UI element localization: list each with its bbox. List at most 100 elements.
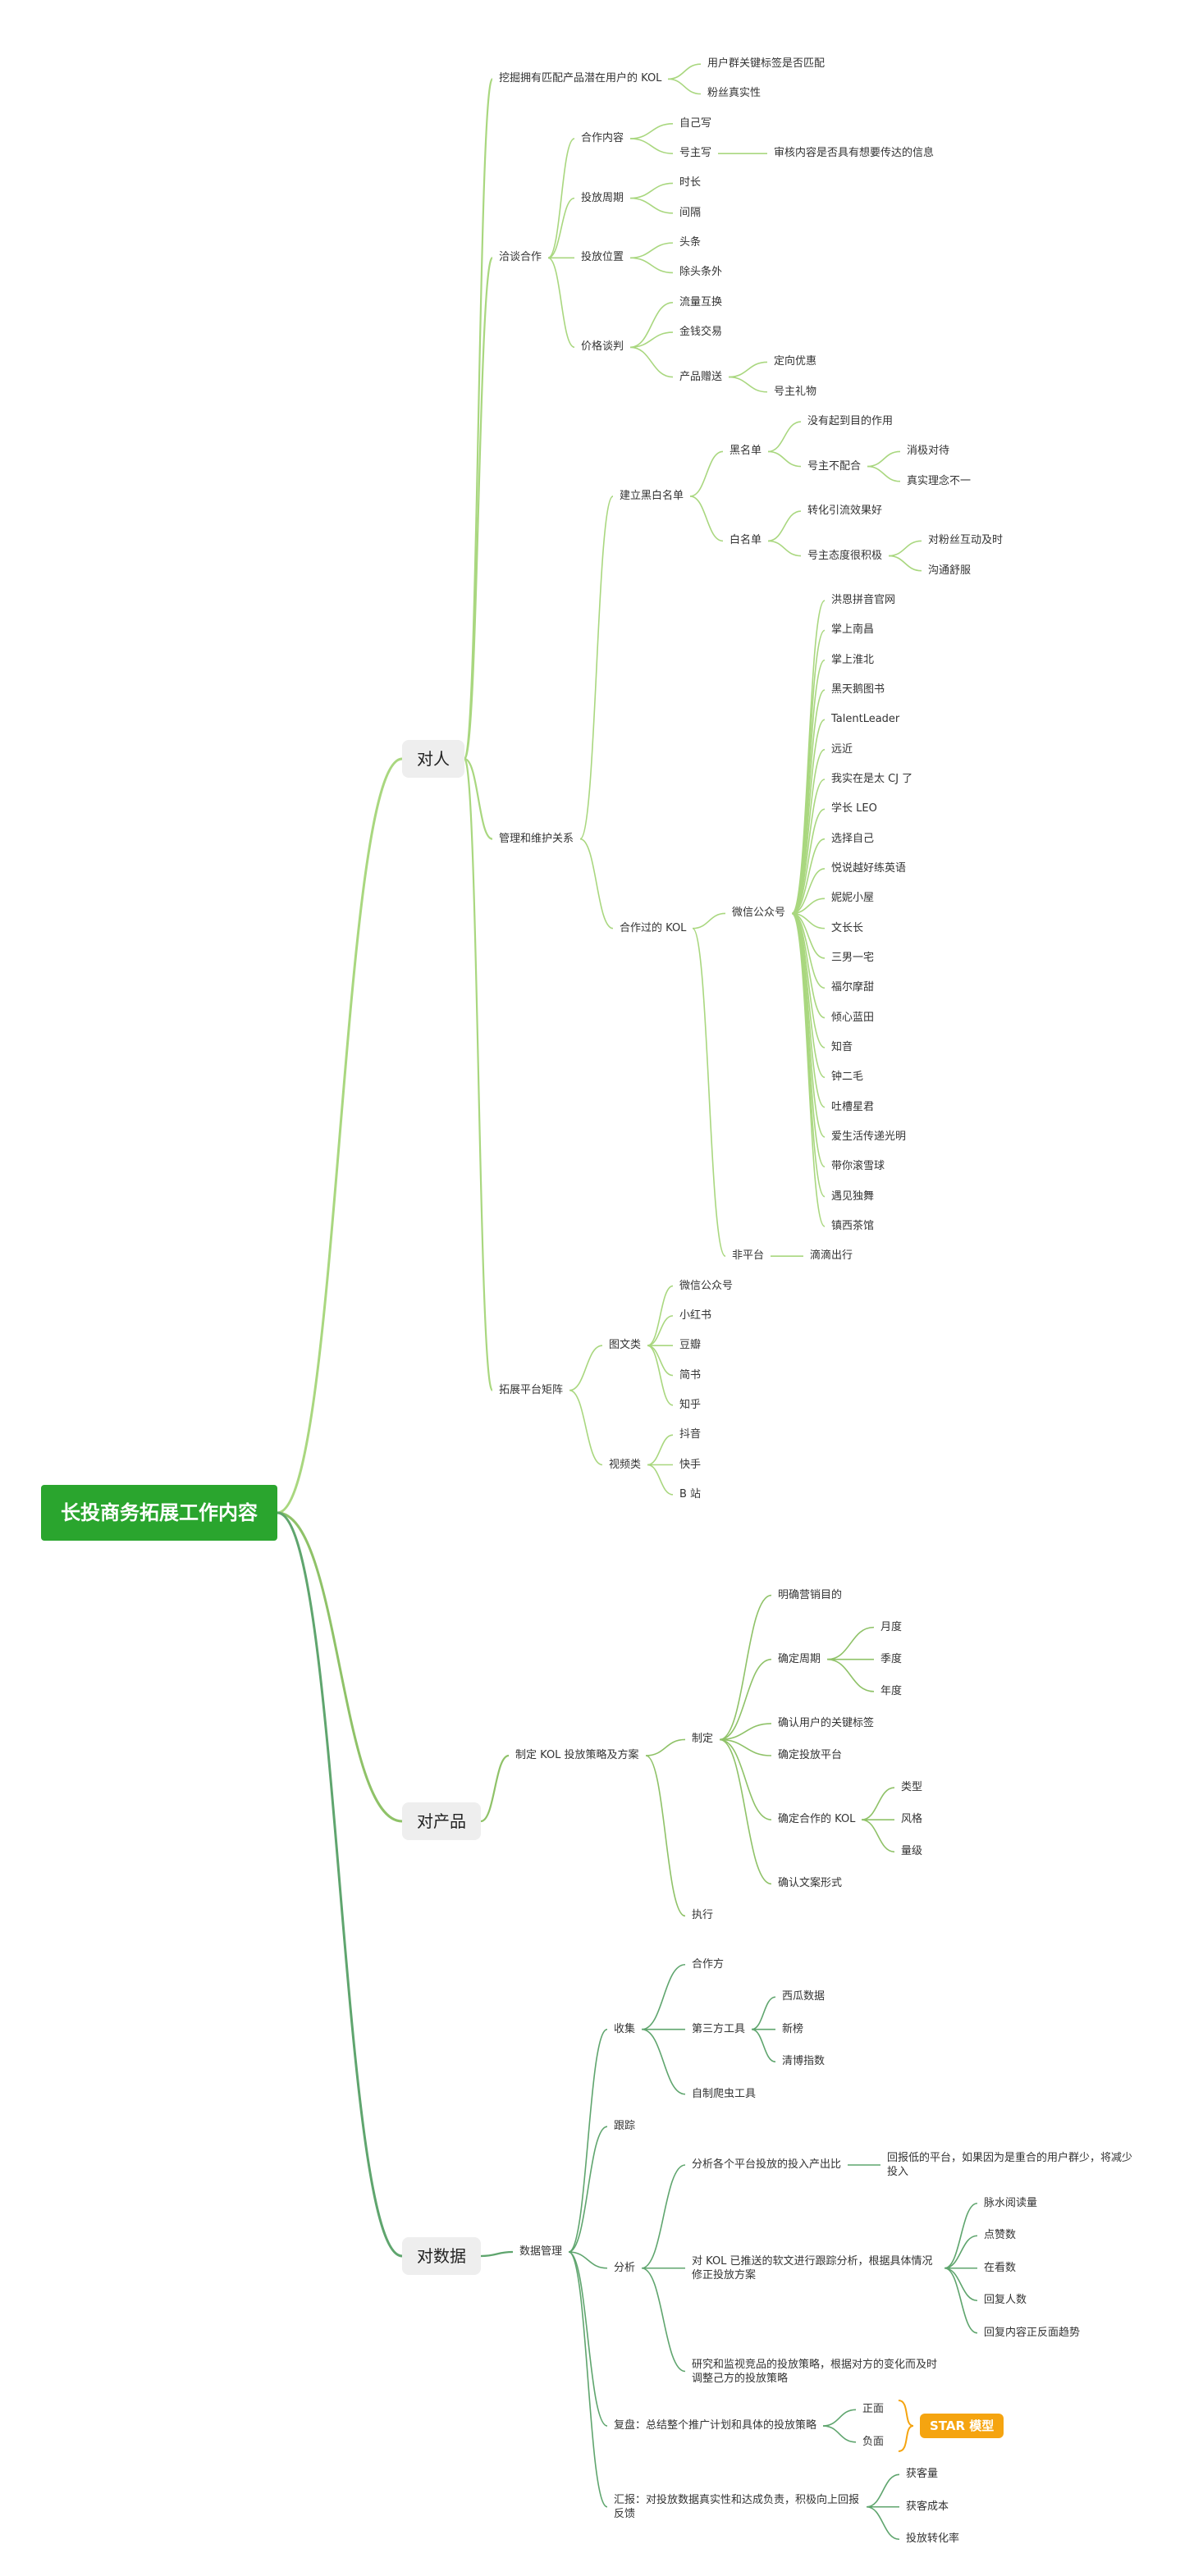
topic-node[interactable]: 投放转化率: [899, 2528, 967, 2551]
main-branch-0[interactable]: 对人: [402, 740, 464, 778]
topic-node[interactable]: 简书: [673, 1364, 708, 1386]
topic-node[interactable]: 跟踪: [607, 2116, 643, 2138]
topic-node[interactable]: 滴滴出行: [803, 1245, 860, 1267]
topic-node[interactable]: 除头条外: [673, 262, 729, 284]
topic-node[interactable]: 季度: [874, 1648, 909, 1670]
topic-node[interactable]: 流量互换: [673, 291, 729, 313]
topic-node[interactable]: 悦说越好练英语: [825, 857, 913, 879]
topic-node[interactable]: 第三方工具: [685, 2018, 752, 2040]
topic-node[interactable]: 黑天鹅图书: [825, 679, 892, 701]
topic-node[interactable]: 审核内容是否具有想要传达的信息: [767, 143, 941, 165]
topic-node[interactable]: 合作内容: [574, 127, 631, 149]
topic-node[interactable]: 数据管理: [513, 2241, 569, 2263]
topic-node[interactable]: 收集: [607, 2018, 643, 2040]
topic-node[interactable]: 价格谈判: [574, 336, 631, 359]
topic-node[interactable]: 福尔摩甜: [825, 977, 881, 999]
topic-node[interactable]: 洽谈合作: [492, 247, 549, 269]
topic-node[interactable]: 投放周期: [574, 187, 631, 209]
topic-node[interactable]: 分析: [607, 2257, 643, 2279]
topic-node[interactable]: 汇报：对投放数据真实性和达成负责，积极向上回报反馈: [607, 2489, 867, 2524]
topic-node[interactable]: 妮妮小屋: [825, 888, 881, 910]
topic-node[interactable]: 黑名单: [723, 441, 769, 463]
topic-node[interactable]: 微信公众号: [725, 902, 793, 925]
topic-node[interactable]: 确定周期: [771, 1648, 828, 1670]
topic-node[interactable]: 清博指数: [775, 2051, 832, 2073]
topic-node[interactable]: 转化引流效果好: [801, 500, 890, 523]
topic-node[interactable]: 类型: [894, 1777, 930, 1799]
topic-node[interactable]: 合作过的 KOL: [613, 917, 693, 939]
topic-node[interactable]: 产品赠送: [673, 366, 729, 388]
topic-node[interactable]: 确认文案形式: [771, 1873, 849, 1895]
topic-node[interactable]: 确定投放平台: [771, 1745, 849, 1766]
main-branch-2[interactable]: 对数据: [402, 2237, 481, 2275]
topic-node[interactable]: B 站: [673, 1483, 708, 1505]
topic-node[interactable]: 三男一宅: [825, 947, 881, 969]
topic-node[interactable]: 建立黑白名单: [613, 485, 691, 507]
topic-node[interactable]: 遇见独舞: [825, 1185, 881, 1208]
topic-node[interactable]: 视频类: [602, 1454, 648, 1476]
topic-node[interactable]: 正面: [856, 2399, 891, 2421]
topic-node[interactable]: 真实理念不一: [900, 470, 978, 492]
topic-node[interactable]: 倾心蓝田: [825, 1007, 881, 1029]
topic-node[interactable]: 抖音: [673, 1424, 708, 1446]
star-model-summary[interactable]: STAR 模型: [920, 2414, 1004, 2438]
topic-node[interactable]: 消极对待: [900, 441, 957, 463]
topic-node[interactable]: 洪恩拼音官网: [825, 590, 903, 612]
topic-node[interactable]: 沟通舒服: [922, 560, 978, 582]
topic-node[interactable]: 号主不配合: [801, 455, 868, 477]
topic-node[interactable]: 对 KOL 已推送的软文进行跟踪分析，根据具体情况修正投放方案: [685, 2250, 944, 2286]
topic-node[interactable]: 脉水阅读量: [977, 2192, 1045, 2214]
topic-node[interactable]: 选择自己: [825, 828, 881, 850]
topic-node[interactable]: 自制爬虫工具: [685, 2083, 763, 2105]
topic-node[interactable]: 非平台: [725, 1245, 771, 1267]
topic-node[interactable]: 在看数: [977, 2257, 1023, 2279]
topic-node[interactable]: 管理和维护关系: [492, 828, 581, 850]
topic-node[interactable]: 确认用户的关键标签: [771, 1712, 881, 1734]
topic-node[interactable]: 没有起到目的作用: [801, 411, 900, 433]
topic-node[interactable]: 我实在是太 CJ 了: [825, 769, 920, 790]
topic-node[interactable]: 对粉丝互动及时: [922, 530, 1010, 552]
topic-node[interactable]: 投放位置: [574, 247, 631, 269]
topic-node[interactable]: 钟二毛: [825, 1066, 871, 1089]
topic-node[interactable]: 用户群关键标签是否匹配: [701, 53, 832, 75]
topic-node[interactable]: 带你滚雪球: [825, 1156, 892, 1178]
topic-node[interactable]: 负面: [856, 2431, 891, 2453]
topic-node[interactable]: 知乎: [673, 1394, 708, 1416]
topic-node[interactable]: 确定合作的 KOL: [771, 1809, 862, 1831]
topic-node[interactable]: 回报低的平台，如果因为是重合的用户群少，将减少投入: [880, 2147, 1140, 2182]
topic-node[interactable]: 获客量: [899, 2464, 945, 2486]
topic-node[interactable]: TalentLeader: [825, 709, 907, 731]
topic-node[interactable]: 制定 KOL 投放策略及方案: [509, 1745, 646, 1766]
topic-node[interactable]: 量级: [894, 1841, 930, 1863]
topic-node[interactable]: 自己写: [673, 112, 719, 135]
topic-node[interactable]: 粉丝真实性: [701, 83, 768, 105]
topic-node[interactable]: 头条: [673, 232, 708, 254]
topic-node[interactable]: 远近: [825, 738, 860, 760]
topic-node[interactable]: 金钱交易: [673, 322, 729, 344]
topic-node[interactable]: 小红书: [673, 1304, 719, 1327]
topic-node[interactable]: 掌上南昌: [825, 619, 881, 642]
topic-node[interactable]: 制定: [685, 1729, 720, 1751]
topic-node[interactable]: 新榜: [775, 2018, 811, 2040]
topic-node[interactable]: 西瓜数据: [775, 1986, 832, 2008]
topic-node[interactable]: 豆瓣: [673, 1335, 708, 1357]
topic-node[interactable]: 明确营销目的: [771, 1584, 849, 1606]
main-branch-1[interactable]: 对产品: [402, 1802, 481, 1840]
topic-node[interactable]: 快手: [673, 1454, 708, 1476]
topic-node[interactable]: 号主写: [673, 143, 719, 165]
topic-node[interactable]: 获客成本: [899, 2496, 956, 2518]
topic-node[interactable]: 月度: [874, 1616, 909, 1638]
topic-node[interactable]: 文长长: [825, 917, 871, 939]
topic-node[interactable]: 时长: [673, 172, 708, 194]
topic-node[interactable]: 间隔: [673, 202, 708, 224]
topic-node[interactable]: 吐槽星君: [825, 1096, 881, 1118]
topic-node[interactable]: 微信公众号: [673, 1275, 740, 1297]
topic-node[interactable]: 爱生活传递光明: [825, 1126, 913, 1148]
topic-node[interactable]: 执行: [685, 1905, 720, 1927]
topic-node[interactable]: 合作方: [685, 1953, 731, 1975]
topic-node[interactable]: 掌上淮北: [825, 649, 881, 671]
topic-node[interactable]: 号主礼物: [767, 381, 824, 403]
topic-node[interactable]: 图文类: [602, 1335, 648, 1357]
topic-node[interactable]: 复盘：总结整个推广计划和具体的投放策略: [607, 2415, 824, 2437]
topic-node[interactable]: 号主态度很积极: [801, 545, 890, 567]
